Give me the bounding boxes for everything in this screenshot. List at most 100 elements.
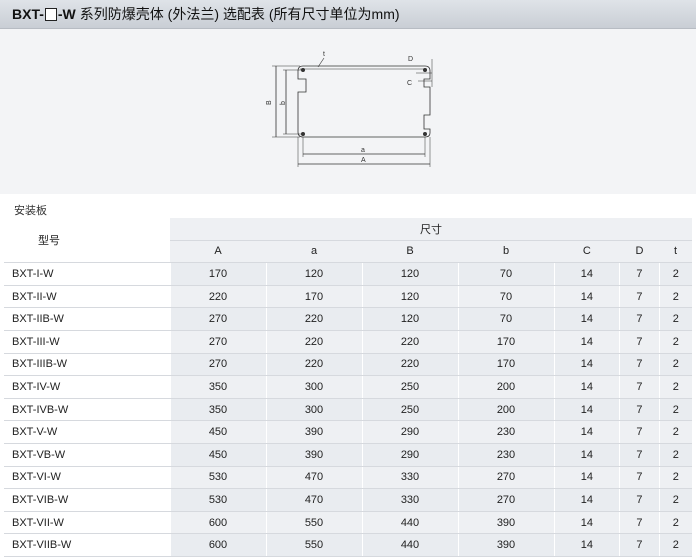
plate-outline <box>297 65 431 138</box>
model-cell: BXT-IIB-W <box>4 307 170 331</box>
value-cell: 350 <box>169 375 266 399</box>
value-cell: 600 <box>169 533 266 557</box>
value-cell: 14 <box>553 262 620 286</box>
value-cell: 2 <box>658 533 692 557</box>
value-cell: 7 <box>619 285 660 309</box>
value-cell: 7 <box>619 533 660 557</box>
value-cell: 220 <box>169 285 266 309</box>
value-cell: 390 <box>457 511 554 535</box>
label-A: A <box>361 157 366 164</box>
value-cell: 170 <box>265 285 362 309</box>
column-header: b <box>458 240 554 264</box>
value-cell: 470 <box>265 466 362 490</box>
value-cell: 330 <box>361 488 458 512</box>
value-cell: 270 <box>169 307 266 331</box>
column-header: a <box>266 240 362 264</box>
model-cell: BXT-V-W <box>4 420 170 444</box>
value-cell: 7 <box>619 262 660 286</box>
value-cell: 14 <box>553 420 620 444</box>
model-cell: BXT-VI-W <box>4 466 170 490</box>
model-cell: BXT-IV-W <box>4 375 170 399</box>
value-cell: 7 <box>619 307 660 331</box>
value-cell: 7 <box>619 398 660 422</box>
column-header: t <box>659 240 692 264</box>
column-header: C <box>554 240 620 264</box>
value-cell: 14 <box>553 533 620 557</box>
value-cell: 14 <box>553 488 620 512</box>
title-bar: BXT- -W 系列防爆壳体 (外法兰) 选配表 (所有尺寸单位为mm) <box>0 0 696 29</box>
label-B: B <box>266 100 273 105</box>
value-cell: 120 <box>265 262 362 286</box>
value-cell: 70 <box>457 307 554 331</box>
hole-bottom-right <box>422 132 427 137</box>
model-cell: BXT-IIIB-W <box>4 353 170 377</box>
placeholder-box-icon <box>44 7 57 21</box>
value-cell: 270 <box>457 466 554 490</box>
value-cell: 330 <box>361 466 458 490</box>
value-cell: 170 <box>457 330 554 354</box>
value-cell: 14 <box>553 353 620 377</box>
column-header: D <box>619 240 660 264</box>
value-cell: 220 <box>265 307 362 331</box>
value-cell: 120 <box>361 262 458 286</box>
value-cell: 390 <box>265 420 362 444</box>
value-cell: 2 <box>658 466 692 490</box>
title-text: 系列防爆壳体 (外法兰) 选配表 <box>79 6 265 22</box>
value-cell: 14 <box>553 307 620 331</box>
value-cell: 7 <box>619 375 660 399</box>
value-cell: 14 <box>553 375 620 399</box>
mounting-plate-diagram: t D C B b a A <box>266 51 433 167</box>
value-cell: 2 <box>658 307 692 331</box>
value-cell: 300 <box>265 375 362 399</box>
value-cell: 230 <box>457 443 554 467</box>
value-cell: 220 <box>265 353 362 377</box>
value-cell: 450 <box>169 443 266 467</box>
model-header: 型号 <box>4 218 170 264</box>
value-cell: 220 <box>361 353 458 377</box>
value-cell: 220 <box>361 330 458 354</box>
value-cell: 530 <box>169 466 266 490</box>
model-cell: BXT-VIIB-W <box>4 533 170 557</box>
model-cell: BXT-VB-W <box>4 443 170 467</box>
value-cell: 14 <box>553 330 620 354</box>
value-cell: 14 <box>553 443 620 467</box>
value-cell: 7 <box>619 511 660 535</box>
label-t: t <box>323 51 325 58</box>
value-cell: 2 <box>658 330 692 354</box>
value-cell: 550 <box>265 511 362 535</box>
value-cell: 600 <box>169 511 266 535</box>
value-cell: 70 <box>457 285 554 309</box>
value-cell: 290 <box>361 420 458 444</box>
value-cell: 2 <box>658 398 692 422</box>
label-D: D <box>408 56 413 63</box>
value-cell: 270 <box>457 488 554 512</box>
table-header-row: 型号 尺寸 <box>4 218 692 264</box>
model-cell: BXT-I-W <box>4 262 170 286</box>
value-cell: 70 <box>457 262 554 286</box>
value-cell: 7 <box>619 466 660 490</box>
value-cell: 120 <box>361 307 458 331</box>
model-cell: BXT-VIB-W <box>4 488 170 512</box>
hole-top-right <box>422 68 427 73</box>
value-cell: 390 <box>265 443 362 467</box>
value-cell: 440 <box>361 533 458 557</box>
value-cell: 2 <box>658 262 692 286</box>
value-cell: 7 <box>619 420 660 444</box>
value-cell: 350 <box>169 398 266 422</box>
page-title: BXT- -W 系列防爆壳体 (外法兰) 选配表 (所有尺寸单位为mm) <box>12 4 400 24</box>
value-cell: 2 <box>658 353 692 377</box>
value-cell: 290 <box>361 443 458 467</box>
value-cell: 7 <box>619 330 660 354</box>
column-header: B <box>362 240 458 264</box>
